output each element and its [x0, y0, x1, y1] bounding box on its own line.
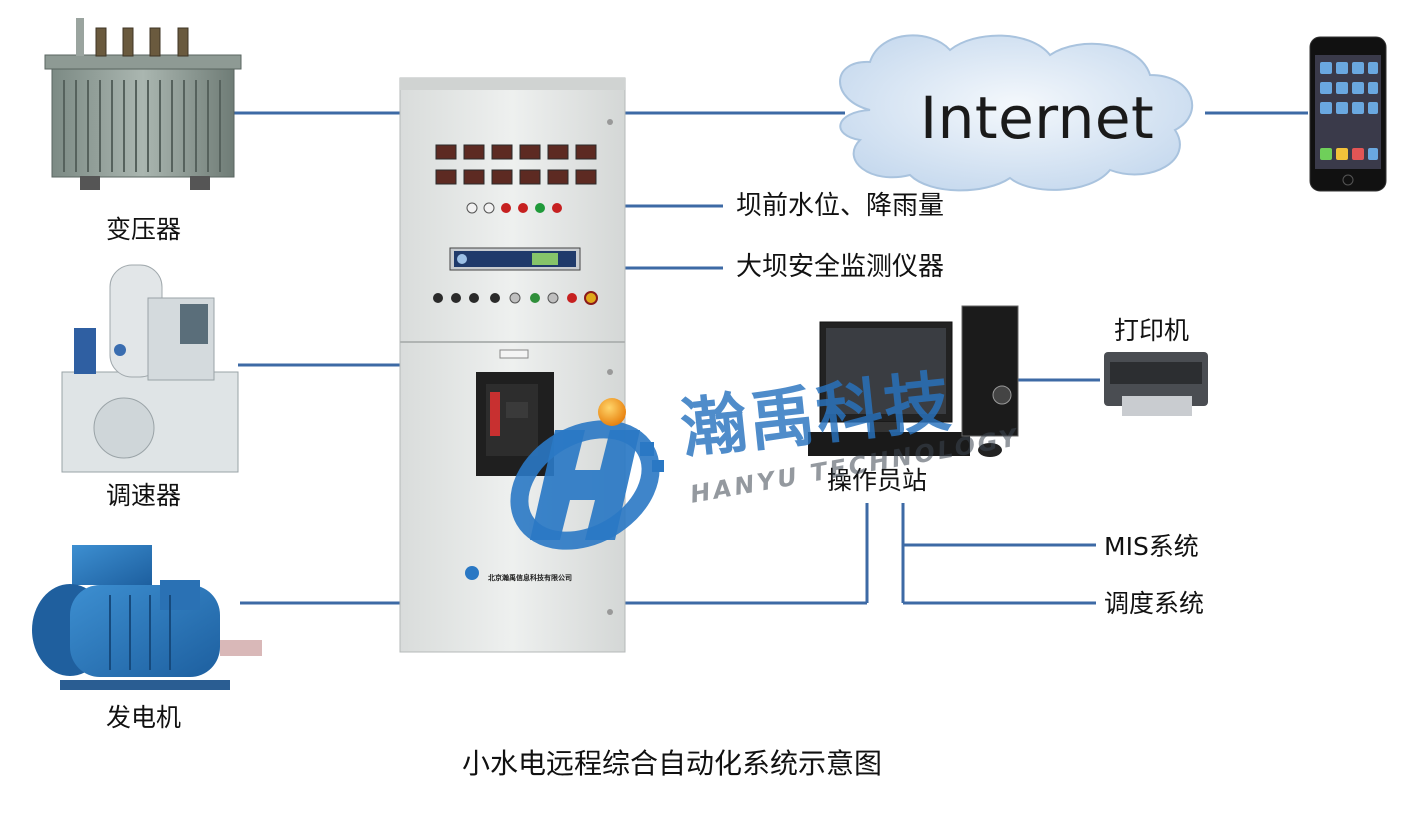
label-water-rain: 坝前水位、降雨量	[736, 191, 945, 221]
phone-image	[1309, 36, 1387, 192]
control-cabinet	[399, 77, 626, 653]
connection-lines	[232, 111, 1308, 605]
transformer-image	[44, 18, 242, 190]
internet-cloud	[839, 34, 1194, 192]
label-printer: 打印机	[1114, 316, 1190, 345]
label-dispatch-system: 调度系统	[1104, 589, 1205, 618]
hanyu-logo-icon	[510, 398, 664, 550]
diagram-title: 小水电远程综合自动化系统示意图	[462, 747, 883, 780]
cabinet-company-plate: 北京瀚禹信息科技有限公司	[488, 574, 572, 582]
label-mis-system: MIS系统	[1104, 532, 1199, 561]
governor-image	[61, 264, 239, 473]
label-transformer: 变压器	[106, 215, 182, 244]
printer-image	[1104, 352, 1208, 416]
label-dam-safety: 大坝安全监测仪器	[736, 252, 945, 282]
operator-station-image	[808, 305, 1019, 457]
label-governor: 调速器	[106, 481, 182, 510]
generator-image	[32, 545, 262, 690]
label-operator-station: 操作员站	[827, 466, 928, 495]
label-internet: Internet	[920, 84, 1155, 152]
label-generator: 发电机	[106, 703, 182, 732]
